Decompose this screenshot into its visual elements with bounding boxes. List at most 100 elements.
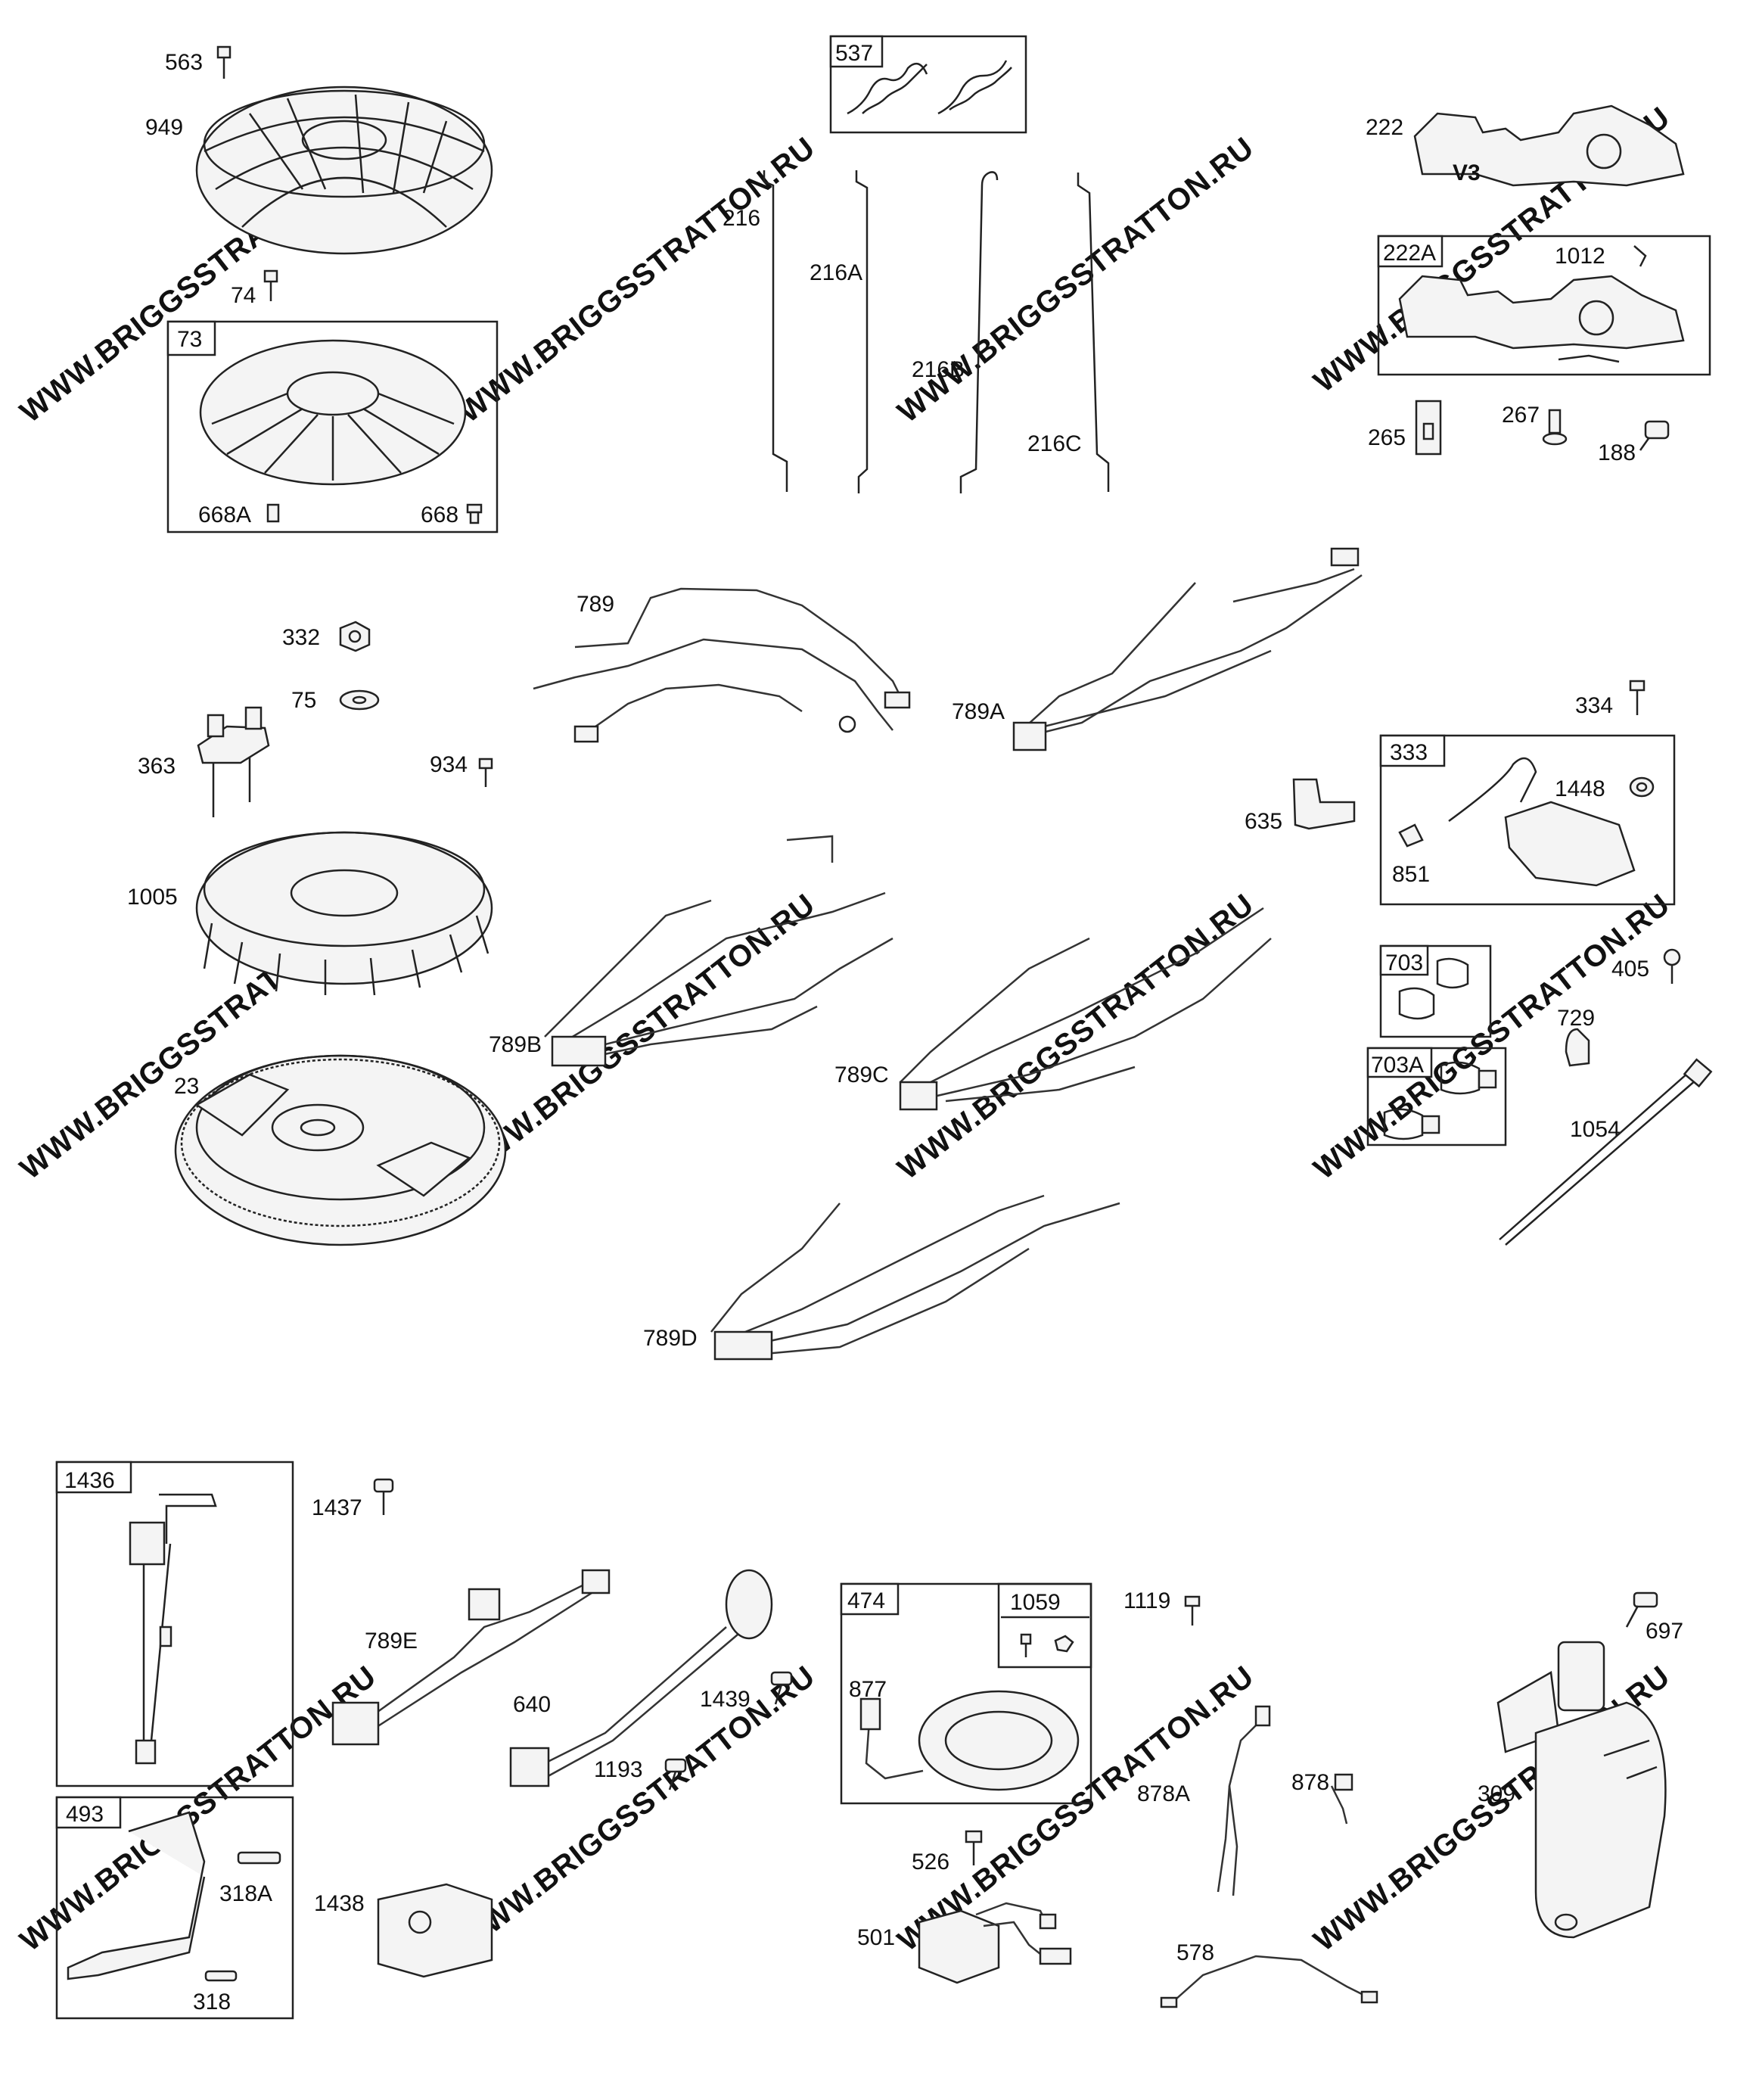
part-265: 265 — [1368, 400, 1442, 456]
part-949-blower-housing: 949 — [145, 86, 493, 255]
part-878-wire: 878 — [1291, 1770, 1353, 1825]
part-1437-screw: 1437 — [312, 1478, 394, 1520]
part-474-box: 474 1059 877 — [840, 1582, 1092, 1805]
part-1054-cable-tie: 1054 — [1499, 1058, 1713, 1246]
svg-text:216: 216 — [723, 206, 760, 231]
part-640-harness: 640 — [509, 1569, 773, 1787]
part-74-screw: 74 — [231, 269, 278, 308]
svg-text:318A: 318A — [219, 1881, 272, 1906]
svg-text:789: 789 — [576, 592, 614, 617]
svg-text:563: 563 — [165, 50, 203, 75]
part-1439-screw: 1439 — [700, 1671, 793, 1712]
svg-text:729: 729 — [1557, 1006, 1595, 1031]
part-703-box: 703 — [1379, 944, 1492, 1038]
part-1005-fan: 1005 — [127, 831, 493, 996]
part-493-box: 493 318A 318 — [55, 1796, 294, 2020]
svg-text:789B: 789B — [489, 1032, 542, 1057]
svg-text:265: 265 — [1368, 425, 1406, 450]
svg-text:703: 703 — [1385, 950, 1423, 975]
part-537-springs-box: 537 — [829, 35, 1027, 134]
svg-text:635: 635 — [1245, 809, 1282, 834]
svg-text:75: 75 — [291, 688, 316, 713]
svg-text:1438: 1438 — [314, 1891, 365, 1916]
svg-text:23: 23 — [174, 1074, 199, 1099]
part-789B-harness: 789B — [489, 835, 893, 1067]
watermark: WWW.BRIGGSSTRATTON.RU — [452, 131, 821, 429]
svg-text:668A: 668A — [198, 502, 251, 527]
part-789E-harness: 789E — [331, 1569, 611, 1746]
part-1119-screw: 1119 — [1123, 1588, 1201, 1626]
part-333-box: 333 1448 851 — [1379, 734, 1676, 906]
part-789-harness: 789 — [533, 587, 911, 743]
svg-text:934: 934 — [430, 752, 468, 777]
svg-text:878A: 878A — [1137, 1781, 1190, 1806]
part-188-screw: 188 — [1598, 420, 1670, 465]
svg-text:1439: 1439 — [700, 1687, 751, 1712]
part-1436-box: 1436 — [55, 1461, 294, 1787]
svg-text:640: 640 — [513, 1692, 551, 1717]
svg-text:789D: 789D — [643, 1326, 698, 1351]
svg-text:537: 537 — [835, 41, 873, 66]
part-73-box: 73 668A 668 — [166, 320, 499, 534]
part-222A-box: 222A 1012 — [1377, 235, 1711, 376]
svg-text:1012: 1012 — [1555, 244, 1605, 269]
svg-text:1437: 1437 — [312, 1495, 362, 1520]
svg-text:789A: 789A — [952, 699, 1005, 724]
svg-text:V3: V3 — [1453, 160, 1481, 185]
svg-text:851: 851 — [1392, 862, 1430, 887]
watermark: WWW.BRIGGSSTRATTON.RU — [891, 888, 1260, 1186]
svg-text:493: 493 — [66, 1802, 104, 1827]
part-216A-link: 216A — [810, 170, 869, 493]
svg-text:318: 318 — [193, 1990, 231, 2014]
part-789C-harness: 789C — [834, 907, 1272, 1111]
part-878A-wire: 878A — [1137, 1705, 1271, 1896]
part-729-clip: 729 — [1557, 1006, 1595, 1067]
svg-text:877: 877 — [849, 1677, 887, 1702]
svg-text:309: 309 — [1478, 1781, 1515, 1806]
svg-text:332: 332 — [282, 625, 320, 650]
part-697-screw: 697 — [1625, 1591, 1683, 1644]
part-789D-harness: 789D — [643, 1194, 1120, 1361]
part-501-regulator: 501 — [857, 1902, 1072, 1984]
svg-text:363: 363 — [138, 754, 176, 779]
svg-text:703A: 703A — [1371, 1053, 1424, 1078]
svg-text:1193: 1193 — [594, 1757, 643, 1782]
svg-text:216B: 216B — [912, 357, 965, 382]
part-216C-link: 216C — [1027, 173, 1110, 492]
svg-text:949: 949 — [145, 115, 183, 140]
part-222-bracket: 222 V3 — [1366, 104, 1685, 187]
svg-text:222A: 222A — [1383, 241, 1436, 266]
watermark: WWW.BRIGGSSTRATTON.RU — [891, 131, 1260, 429]
svg-text:789C: 789C — [834, 1062, 889, 1087]
svg-text:1436: 1436 — [64, 1468, 115, 1493]
part-75-washer: 75 — [291, 688, 380, 713]
svg-text:333: 333 — [1390, 740, 1428, 765]
svg-text:222: 222 — [1366, 115, 1403, 140]
watermark: WWW.BRIGGSSTRATTON.RU — [1307, 888, 1676, 1186]
svg-text:474: 474 — [847, 1588, 885, 1613]
svg-text:578: 578 — [1176, 1940, 1214, 1965]
svg-text:188: 188 — [1598, 440, 1636, 465]
svg-text:878: 878 — [1291, 1770, 1329, 1795]
part-563-screw: 563 — [165, 45, 232, 79]
part-1438-module: 1438 — [314, 1883, 493, 1978]
part-578-wire: 578 — [1160, 1940, 1378, 2008]
svg-text:526: 526 — [912, 1850, 949, 1874]
svg-text:1119: 1119 — [1123, 1588, 1170, 1613]
part-309-starter-motor: 309 — [1478, 1641, 1667, 1939]
part-789A-harness: 789A — [952, 547, 1363, 751]
svg-text:501: 501 — [857, 1925, 895, 1950]
svg-text:1448: 1448 — [1555, 776, 1605, 801]
part-267-screw: 267 — [1502, 403, 1568, 446]
part-405-screw: 405 — [1611, 948, 1681, 984]
svg-text:334: 334 — [1575, 693, 1613, 718]
svg-text:1054: 1054 — [1570, 1117, 1621, 1142]
svg-text:73: 73 — [177, 327, 202, 352]
svg-text:668: 668 — [421, 502, 458, 527]
svg-text:697: 697 — [1646, 1619, 1683, 1644]
part-934-screw: 934 — [430, 752, 493, 787]
svg-text:1059: 1059 — [1010, 1590, 1061, 1615]
part-334-screw: 334 — [1575, 680, 1646, 718]
part-216B-link: 216B — [912, 171, 999, 493]
